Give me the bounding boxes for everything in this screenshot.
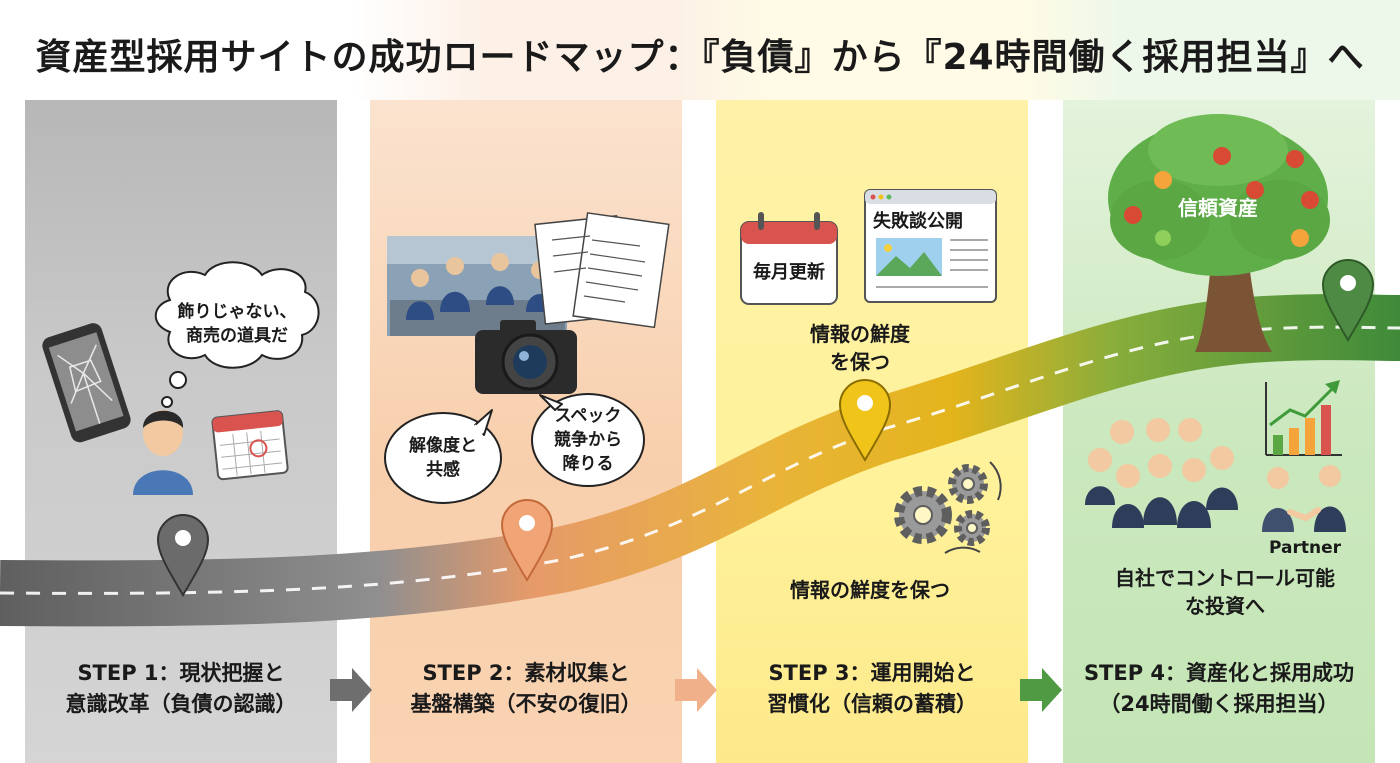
step4-label-line1: 自社でコントロール可能 <box>1115 566 1335 590</box>
step3-caption: STEP 3：運用開始と 習慣化（信頼の蓄積） <box>716 658 1028 720</box>
partner-label: Partner <box>1268 538 1341 558</box>
calendar-icon <box>211 410 289 481</box>
arrow-right-icon <box>330 668 372 712</box>
step2-bubble-a-line2: 共感 <box>426 460 460 480</box>
browser-icon <box>864 189 997 303</box>
map-pin-icon <box>1321 259 1375 342</box>
team-icon <box>1085 418 1238 528</box>
page-title: 資産型採用サイトの成功ロードマップ：『負債』から『24時間働く採用担当』へ <box>35 37 1365 78</box>
trust-asset-label: 信頼資産 <box>1178 196 1258 220</box>
step1-bubble-text: 飾りじゃない、 商売の道具だ <box>172 300 302 348</box>
step2-caption: STEP 2：素材収集と 基盤構築（不安の復旧） <box>370 658 682 720</box>
step2-caption-line2: 基盤構築（不安の復旧） <box>410 692 642 716</box>
document-icon <box>534 212 670 329</box>
step1-caption-line1: STEP 1：現状把握と <box>77 661 285 685</box>
growth-chart-icon <box>1265 380 1342 456</box>
step2-bubble-a-text: 解像度と 共感 <box>395 434 491 482</box>
step3-freshness-label-lower: 情報の鮮度を保つ <box>790 578 950 602</box>
title-band <box>0 0 1400 100</box>
step2-bubble-b-line3: 降りる <box>562 454 614 474</box>
step2-bubble-b-line2: 競争から <box>554 430 622 450</box>
step2-bubble-a-line1: 解像度と <box>409 436 477 456</box>
monthly-calendar-icon <box>740 212 838 305</box>
failure-story-label: 失敗談公開 <box>873 211 963 232</box>
step3-freshness-label-upper: 情報の鮮度 を保つ <box>780 320 940 376</box>
step3-label-upper-line1: 情報の鮮度 <box>810 322 910 346</box>
step3-caption-line1: STEP 3：運用開始と <box>768 661 976 685</box>
monthly-update-label: 毎月更新 <box>753 262 825 283</box>
step1-caption-line2: 意識改革（負債の認識） <box>65 692 297 716</box>
step4-investment-label: 自社でコントロール可能 な投資へ <box>1080 564 1370 620</box>
step3-caption-line2: 習慣化（信頼の蓄積） <box>767 692 977 716</box>
map-pin-icon <box>500 499 554 582</box>
arrow-right-icon <box>1020 668 1062 712</box>
speech-bubble-spec <box>531 393 645 487</box>
step1-caption: STEP 1：現状把握と 意識改革（負債の認識） <box>25 658 337 720</box>
broken-smartphone-icon <box>42 323 131 443</box>
step2-caption-line1: STEP 2：素材収集と <box>422 661 630 685</box>
step4-caption-line2: （24時間働く採用担当） <box>1099 692 1339 716</box>
map-pin-icon <box>838 379 892 462</box>
step4-caption-line1: STEP 4：資産化と採用成功 <box>1083 661 1355 685</box>
step3-label-upper-line2: を保つ <box>830 350 890 374</box>
step4-label-line2: な投資へ <box>1185 594 1265 618</box>
camera-icon <box>475 320 577 394</box>
tree-icon <box>1108 114 1330 352</box>
map-pin-icon <box>156 514 210 597</box>
apple <box>1124 147 1319 224</box>
thought-bubble <box>154 261 320 408</box>
speech-bubble-resolution <box>384 409 502 504</box>
gear-icon <box>894 461 1002 554</box>
person-icon <box>133 410 193 495</box>
step1-bubble-line2: 商売の道具だ <box>186 326 288 346</box>
step2-bubble-b-text: スペック 競争から 降りる <box>540 404 636 476</box>
step1-bubble-line1: 飾りじゃない、 <box>177 302 297 322</box>
step4-caption: STEP 4：資産化と採用成功 （24時間働く採用担当） <box>1063 658 1375 720</box>
step2-bubble-b-line1: スペック <box>554 406 622 426</box>
arrow-right-icon <box>675 668 717 712</box>
handshake-icon <box>1262 465 1346 532</box>
